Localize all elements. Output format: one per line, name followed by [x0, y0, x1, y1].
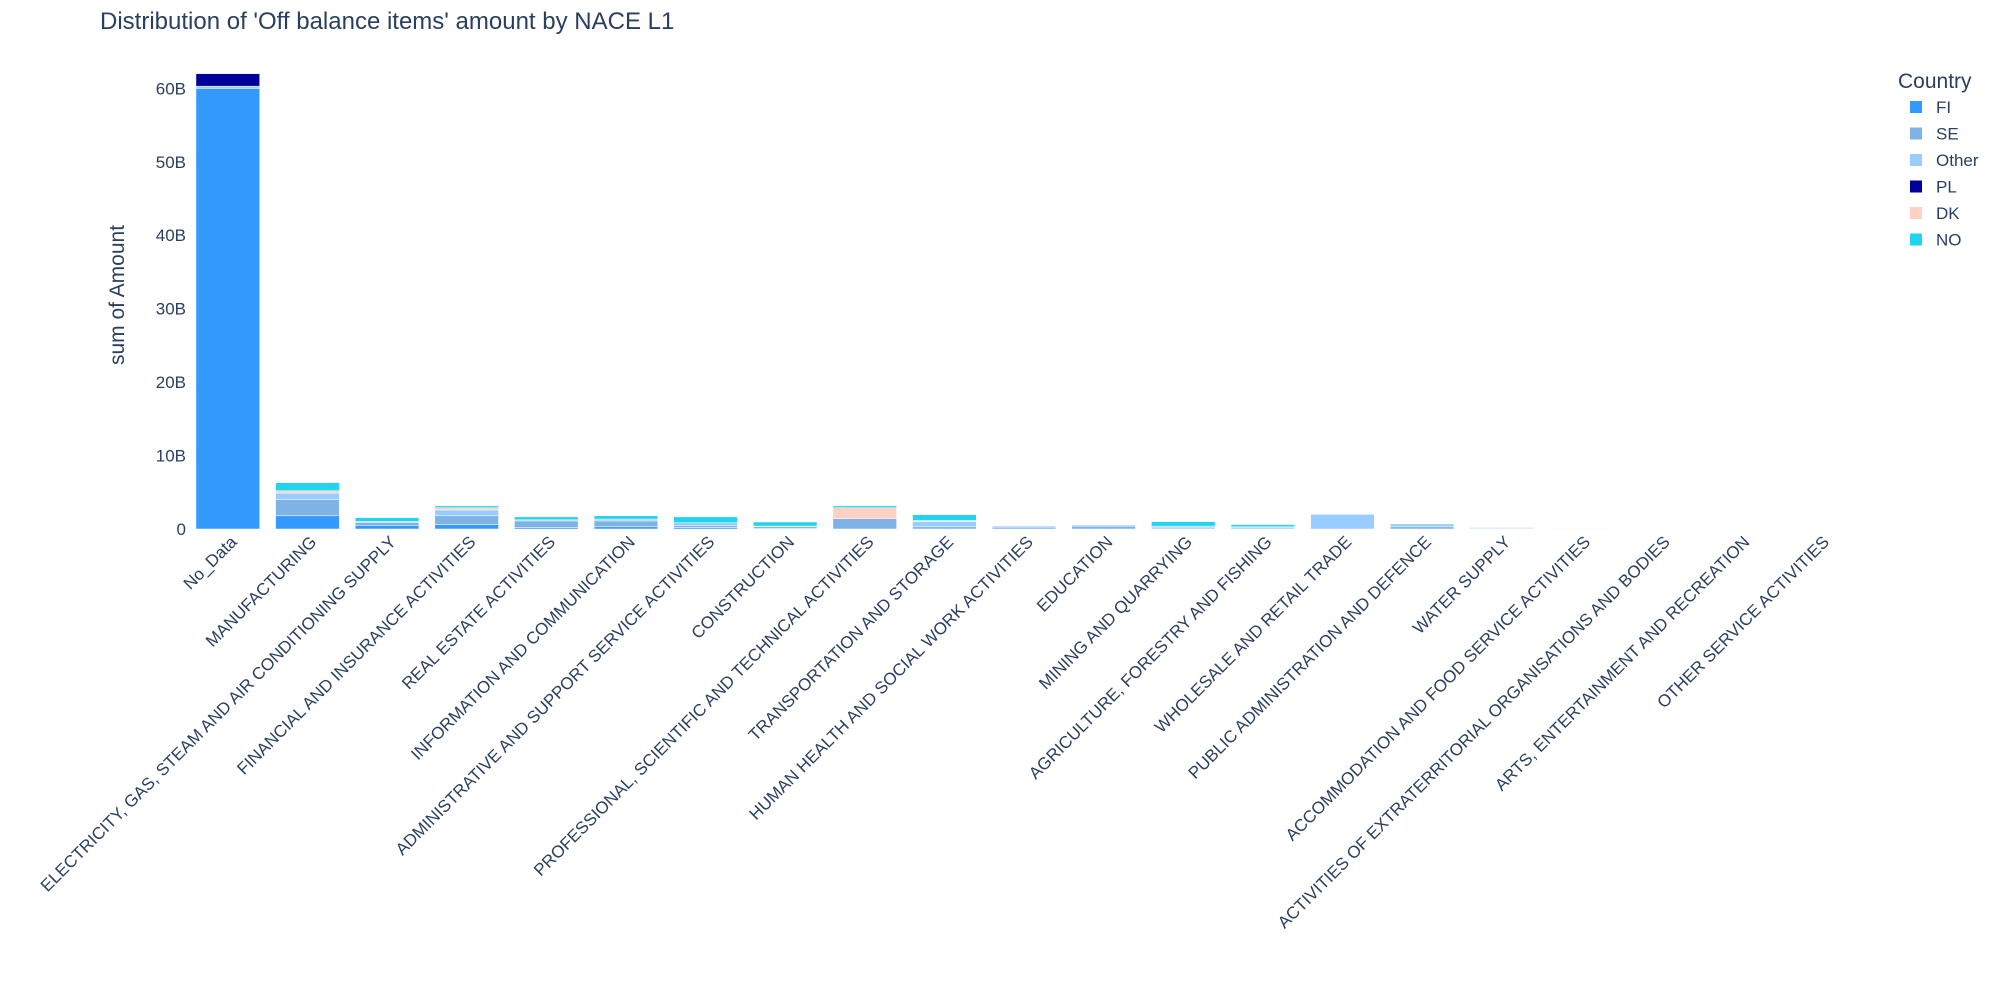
bar-segment-se-financial-and-insurance-activities[interactable]	[434, 515, 499, 525]
y-tick-label: 40B	[156, 226, 186, 245]
bar-segment-no-electricity-gas-steam-and-air-conditioning-supply[interactable]	[354, 517, 420, 522]
x-tick-label-activities-of-extraterritorial-organisations-and-bodies: ACTIVITIES OF EXTRATERRITORIAL ORGANISAT…	[1274, 532, 1674, 932]
y-tick-label: 60B	[156, 79, 186, 98]
bar-segment-other-mining-and-quarrying[interactable]	[1151, 525, 1216, 529]
x-tick-label-mining-and-quarrying: MINING AND QUARRYING	[1035, 532, 1196, 693]
y-tick-label: 30B	[156, 300, 186, 319]
x-tick-label-electricity-gas-steam-and-air-conditioning-supply: ELECTRICITY, GAS, STEAM AND AIR CONDITIO…	[37, 532, 400, 895]
bar-segment-other-financial-and-insurance-activities[interactable]	[434, 509, 499, 517]
bar-segment-other-administrative-and-support-service-activities[interactable]	[673, 522, 738, 526]
bar-segment-other-transportation-and-storage[interactable]	[912, 521, 977, 528]
bar-segment-other-public-administration-and-defence[interactable]	[1390, 523, 1455, 528]
bar-segment-no-construction[interactable]	[753, 521, 818, 527]
legend-swatch-pl[interactable]	[1910, 180, 1922, 193]
bar-segment-se-manufacturing[interactable]	[275, 499, 340, 517]
legend-swatch-other[interactable]	[1910, 154, 1922, 166]
bar-segment-no-professional-scientific-and-technical-activities[interactable]	[832, 505, 897, 508]
bar-segment-se-professional-scientific-and-technical-activities[interactable]	[832, 518, 897, 530]
bar-segment-no-administrative-and-support-service-activities[interactable]	[673, 516, 738, 524]
bar-segment-no-real-estate-activities[interactable]	[514, 516, 579, 521]
legend-label-dk[interactable]: DK	[1936, 204, 1960, 223]
bar-segment-no-mining-and-quarrying[interactable]	[1151, 521, 1216, 527]
bar-segment-no-transportation-and-storage[interactable]	[912, 514, 977, 521]
legend-swatch-se[interactable]	[1910, 127, 1922, 140]
bar-segment-se-administrative-and-support-service-activities[interactable]	[673, 525, 738, 528]
bar-segment-other-water-supply[interactable]	[1469, 527, 1534, 529]
legend-label-pl[interactable]: PL	[1936, 178, 1957, 197]
legend-label-other[interactable]: Other	[1936, 151, 1979, 170]
legend-swatch-dk[interactable]	[1910, 207, 1922, 219]
bar-segment-other-wholesale-and-retail-trade[interactable]	[1310, 514, 1375, 530]
x-tick-label-no-data: No_Data	[180, 532, 241, 593]
bar-segment-se-real-estate-activities[interactable]	[514, 520, 579, 528]
bar-segment-se-transportation-and-storage[interactable]	[912, 526, 977, 530]
bar-segment-dk-professional-scientific-and-technical-activities[interactable]	[832, 507, 897, 519]
bar-segment-other-manufacturing[interactable]	[275, 492, 340, 500]
bar-segment-other-arts-entertainment-and-recreation[interactable]	[1708, 528, 1773, 530]
bar-segment-fi-no-data[interactable]	[195, 88, 260, 530]
bar-segment-other-activities-of-extraterritorial-organisations-and-bodies[interactable]	[1628, 528, 1694, 530]
bar-segment-fi-information-and-communication[interactable]	[593, 526, 659, 530]
bar-segment-dk-financial-and-insurance-activities[interactable]	[434, 507, 499, 511]
bar-segment-other-information-and-communication[interactable]	[593, 518, 659, 522]
bar-segment-se-education[interactable]	[1071, 525, 1136, 530]
bar-segment-se-public-administration-and-defence[interactable]	[1390, 526, 1455, 530]
x-tick-label-human-health-and-social-work-activities: HUMAN HEALTH AND SOCIAL WORK ACTIVITIES	[746, 532, 1037, 823]
bar-segment-other-other-service-activities[interactable]	[1788, 528, 1853, 530]
y-tick-label: 10B	[156, 447, 186, 466]
bar-segment-no-agriculture-forestry-and-fishing[interactable]	[1230, 524, 1295, 528]
bar-segment-no-information-and-communication[interactable]	[593, 515, 659, 520]
bar-segment-other-no-data[interactable]	[195, 85, 260, 89]
bar-segment-fi-financial-and-insurance-activities[interactable]	[434, 524, 499, 530]
y-axis-title: sum of Amount	[106, 225, 129, 365]
legend-label-no[interactable]: NO	[1936, 231, 1962, 250]
y-tick-label: 50B	[156, 153, 186, 172]
bar-segment-other-education[interactable]	[1071, 524, 1136, 527]
bar-segment-other-accommodation-and-food-service-activities[interactable]	[1549, 527, 1614, 529]
chart-title: Distribution of 'Off balance items' amou…	[100, 8, 674, 35]
bar-segment-se-information-and-communication[interactable]	[593, 520, 659, 528]
legend-label-fi[interactable]: FI	[1936, 98, 1951, 117]
bar-segment-fi-manufacturing[interactable]	[275, 515, 340, 530]
bar-segment-other-human-health-and-social-work-activities[interactable]	[991, 525, 1057, 528]
bar-segment-no-manufacturing[interactable]	[275, 482, 340, 492]
legend-label-se[interactable]: SE	[1936, 125, 1959, 144]
x-tick-label-accommodation-and-food-service-activities: ACCOMMODATION AND FOOD SERVICE ACTIVITIE…	[1282, 532, 1594, 844]
bar-segment-fi-electricity-gas-steam-and-air-conditioning-supply[interactable]	[354, 525, 420, 530]
bar-segment-dk-manufacturing[interactable]	[275, 490, 340, 494]
x-tick-label-other-service-activities: OTHER SERVICE ACTIVITIES	[1653, 532, 1833, 712]
bars-layer	[195, 73, 1853, 530]
y-tick-label: 20B	[156, 373, 186, 392]
bar-segment-se-human-health-and-social-work-activities[interactable]	[991, 526, 1057, 530]
x-tick-label-education: EDUCATION	[1033, 532, 1116, 615]
legend-swatch-no[interactable]	[1910, 233, 1922, 246]
bar-segment-pl-no-data[interactable]	[195, 73, 260, 87]
legend-title: Country	[1898, 70, 1972, 93]
x-tick-label-real-estate-activities: REAL ESTATE ACTIVITIES	[398, 532, 559, 693]
bar-segment-no-financial-and-insurance-activities[interactable]	[434, 505, 499, 508]
bar-segment-se-electricity-gas-steam-and-air-conditioning-supply[interactable]	[354, 522, 420, 526]
y-tick-label: 0	[177, 520, 186, 539]
legend-swatch-fi[interactable]	[1910, 101, 1922, 113]
y-tick-labels: 0 10B 20B 30B 40B 50B 60B	[156, 79, 186, 539]
